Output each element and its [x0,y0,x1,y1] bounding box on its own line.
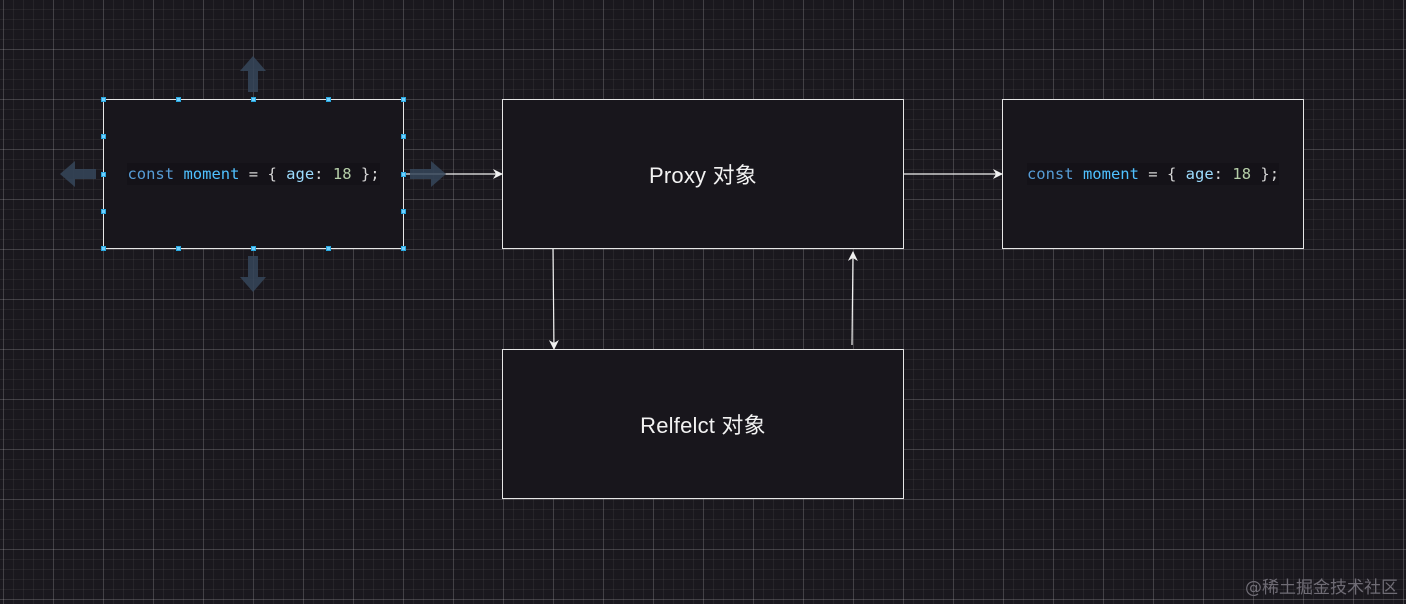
selection-handle[interactable] [401,97,406,102]
proxy-object-box[interactable]: Proxy 对象 [502,99,904,249]
selection-handle[interactable] [101,134,106,139]
selection-handle[interactable] [401,246,406,251]
selection-handle[interactable] [326,97,331,102]
selection-handle[interactable] [401,172,406,177]
selection-handle[interactable] [101,209,106,214]
code-property: age [1185,165,1214,183]
target-code-snippet: const moment = { age: 18 }; [1026,163,1280,185]
code-keyword: const [127,165,175,183]
target-object-box[interactable]: const moment = { age: 18 }; [1002,99,1304,249]
arrow-left-icon[interactable] [60,161,96,187]
selection-handle[interactable] [176,246,181,251]
code-number: 18 [1232,165,1252,183]
arrow-reflect-to-proxy[interactable] [847,251,858,346]
code-property: age [286,165,315,183]
arrow-up-icon[interactable] [240,56,266,92]
selection-handle[interactable] [101,172,106,177]
code-close: }; [1260,165,1280,183]
arrow-proxy-to-reflect[interactable] [548,248,559,350]
code-close: }; [360,165,380,183]
selection-handle[interactable] [251,97,256,102]
code-open-brace: { [267,165,277,183]
watermark: @稀土掘金技术社区 [1245,578,1398,598]
selection-handle[interactable] [401,209,406,214]
code-variable: moment [1082,165,1139,183]
source-code-snippet: const moment = { age: 18 }; [127,163,380,185]
selection-handle[interactable] [401,134,406,139]
source-object-box[interactable]: const moment = { age: 18 }; [103,99,404,249]
code-equals: = [1148,165,1158,183]
selection-handle[interactable] [326,246,331,251]
code-variable: moment [183,165,240,183]
code-colon: : [314,165,324,183]
selection-handle[interactable] [176,97,181,102]
selection-handle[interactable] [101,246,106,251]
code-number: 18 [332,165,352,183]
code-open-brace: { [1166,165,1177,183]
code-keyword: const [1026,165,1074,183]
reflect-object-label: Relfelct 对象 [640,413,766,438]
arrow-right-icon[interactable] [410,161,446,187]
selection-handle[interactable] [251,246,256,251]
arrow-down-icon[interactable] [240,256,266,292]
code-colon: : [1213,165,1224,183]
selection-handle[interactable] [101,97,106,102]
proxy-object-label: Proxy 对象 [649,163,757,188]
reflect-object-box[interactable]: Relfelct 对象 [502,349,904,499]
code-equals: = [248,165,259,183]
